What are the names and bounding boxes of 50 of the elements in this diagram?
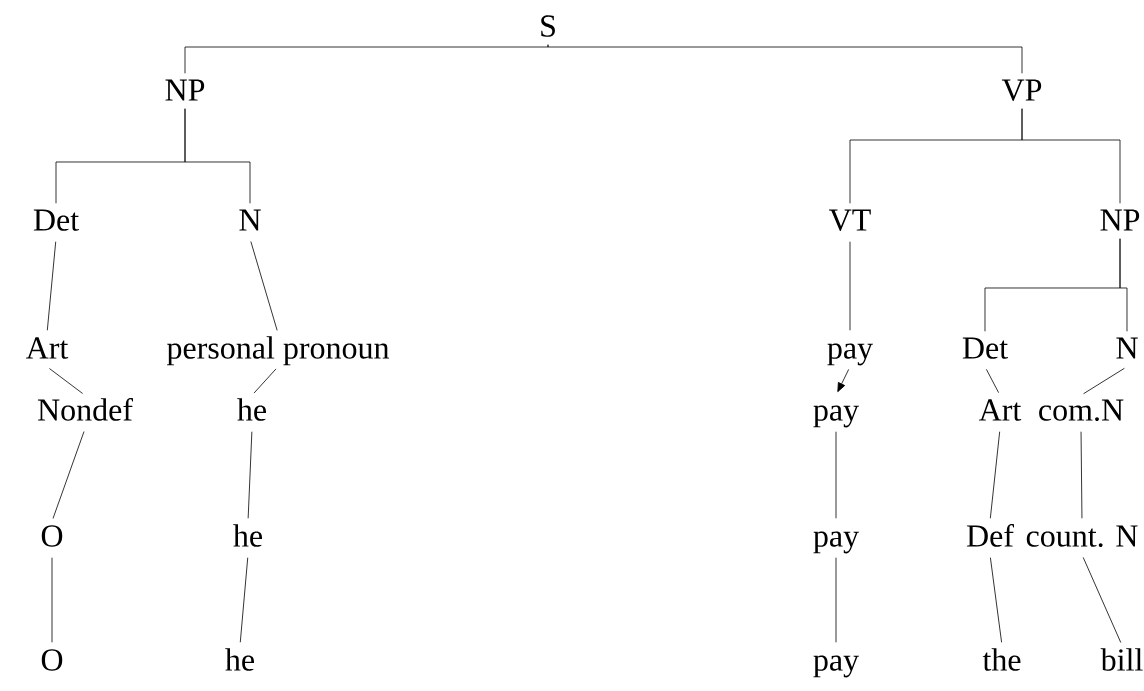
- tree-label: O: [41, 525, 63, 547]
- branch-line: [990, 557, 1002, 643]
- tree-label: N: [1116, 337, 1138, 359]
- tree-label: Art: [26, 337, 69, 359]
- tree-label: Det: [33, 209, 79, 231]
- branch-line: [989, 431, 1001, 519]
- branch-line: [835, 557, 837, 643]
- tree-label: N: [239, 209, 261, 231]
- tree-label: NP: [1100, 209, 1140, 231]
- tree-label: personal pronoun: [167, 336, 390, 366]
- tree-label: he: [233, 524, 262, 547]
- branch-line: [1119, 238, 1128, 332]
- branch-line: [49, 368, 84, 394]
- branch-line: [986, 368, 999, 394]
- branch-line: [1021, 108, 1121, 204]
- tree-label: pay: [827, 343, 873, 366]
- tree-label: NP: [165, 79, 205, 101]
- tree-label: count. N: [1026, 525, 1138, 547]
- tree-label: pay: [813, 405, 859, 428]
- tree-label: VP: [1001, 79, 1042, 101]
- branch-line: [1083, 367, 1125, 395]
- branch-line: [835, 431, 837, 519]
- tree-label: Nondef: [37, 398, 133, 421]
- branch-line: [46, 241, 57, 331]
- branch-line: [849, 241, 851, 331]
- branch-line: [52, 431, 85, 519]
- branch-line: [547, 44, 1023, 74]
- arrow: [837, 369, 850, 393]
- tree-label: Def: [966, 523, 1014, 547]
- tree-label: he: [225, 648, 254, 671]
- tree-label: com.N: [1039, 399, 1124, 421]
- branch-line: [239, 557, 249, 643]
- tree-label: he: [237, 398, 266, 421]
- branch-line: [1082, 557, 1122, 643]
- tree-label: VT: [829, 209, 871, 231]
- branch-line: [184, 108, 251, 204]
- tree-label: S: [541, 15, 555, 37]
- tree-label: the: [982, 648, 1021, 671]
- tree-label: O: [41, 649, 63, 671]
- branch-line: [253, 368, 277, 394]
- branch-line: [184, 44, 549, 74]
- tree-label: pay: [813, 531, 859, 554]
- branch-line: [1080, 431, 1083, 519]
- tree-label: pay: [813, 655, 859, 678]
- tree-label: Art: [979, 399, 1022, 421]
- branch-line: [247, 431, 253, 519]
- branch-line: [250, 241, 278, 331]
- tree-label: Det: [962, 337, 1008, 359]
- tree-label: bill: [1100, 648, 1143, 671]
- branch-line: [51, 557, 53, 643]
